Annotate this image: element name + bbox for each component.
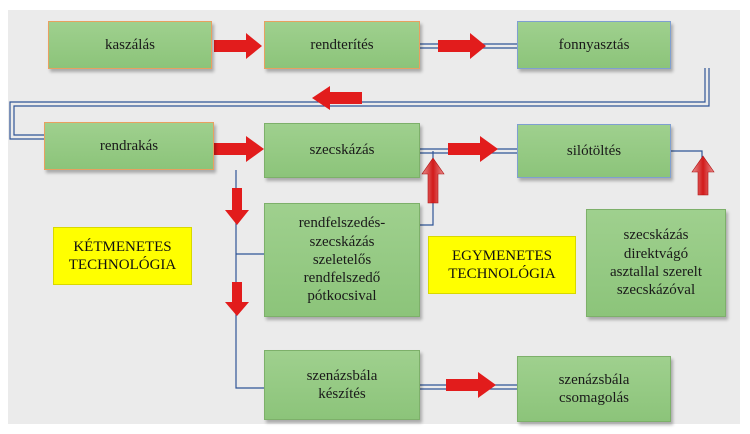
- arrow-down-1: [225, 188, 249, 225]
- arrow-up-direktvago: [691, 155, 715, 196]
- box-fonnyasztas-label: fonnyasztás: [558, 36, 630, 53]
- box-szenazsbala-csomagolas-label: szenázsbála csomagolás: [558, 371, 630, 406]
- connector-silotoltes-direktvago: [671, 150, 703, 195]
- arrow-left-loop: [312, 86, 362, 110]
- box-kaszalas-label: kaszálás: [105, 36, 155, 53]
- arrow-up-rendfelszedes: [421, 157, 445, 204]
- box-szecskazas: szecskázás: [264, 123, 420, 178]
- label-egymenetes: EGYMENETES TECHNOLÓGIA: [428, 236, 576, 294]
- connector-left-branch: [235, 170, 264, 389]
- label-ketmenetes-text: KÉTMENETES TECHNOLÓGIA: [68, 238, 177, 273]
- arrow-right-rendrakas: [214, 136, 264, 162]
- box-szecskazas-label: szecskázás: [309, 142, 375, 159]
- arrow-right-szecskazas: [448, 136, 498, 162]
- arrow-right-kaszalas: [214, 33, 262, 59]
- arrow-right-bala: [446, 372, 496, 398]
- box-rendfelszedes-label: rendfelszedés- szecskázás szeletelős ren…: [298, 215, 386, 305]
- box-szenazsbala-keszites-label: szenázsbála készítés: [306, 367, 378, 402]
- box-silotoltes: silótöltés: [517, 124, 671, 178]
- label-ketmenetes: KÉTMENETES TECHNOLÓGIA: [53, 227, 192, 285]
- box-fonnyasztas: fonnyasztás: [517, 21, 671, 69]
- red-arrows: [214, 33, 498, 398]
- box-direktvago-label: szecskázás direktvágó asztallal szerelt …: [609, 227, 703, 299]
- box-rendrakas: rendrakás: [44, 122, 214, 170]
- box-rendterites-label: rendterítés: [310, 36, 374, 53]
- box-direktvago: szecskázás direktvágó asztallal szerelt …: [586, 209, 726, 317]
- up-arrows: [421, 155, 715, 204]
- connector-loop-inner: [9, 68, 706, 140]
- box-szenazsbala-csomagolas: szenázsbála csomagolás: [517, 356, 671, 422]
- arrow-right-rendterites: [438, 33, 486, 59]
- box-rendterites: rendterítés: [264, 21, 420, 69]
- box-silotoltes-label: silótöltés: [566, 142, 622, 159]
- box-rendrakas-label: rendrakás: [99, 137, 159, 154]
- connector-loop-outer: [13, 68, 710, 136]
- arrow-down-2: [225, 282, 249, 316]
- label-egymenetes-text: EGYMENETES TECHNOLÓGIA: [448, 247, 556, 282]
- box-rendfelszedes: rendfelszedés- szecskázás szeletelős ren…: [264, 203, 420, 317]
- box-szenazsbala-keszites: szenázsbála készítés: [264, 350, 420, 420]
- box-kaszalas: kaszálás: [48, 21, 212, 69]
